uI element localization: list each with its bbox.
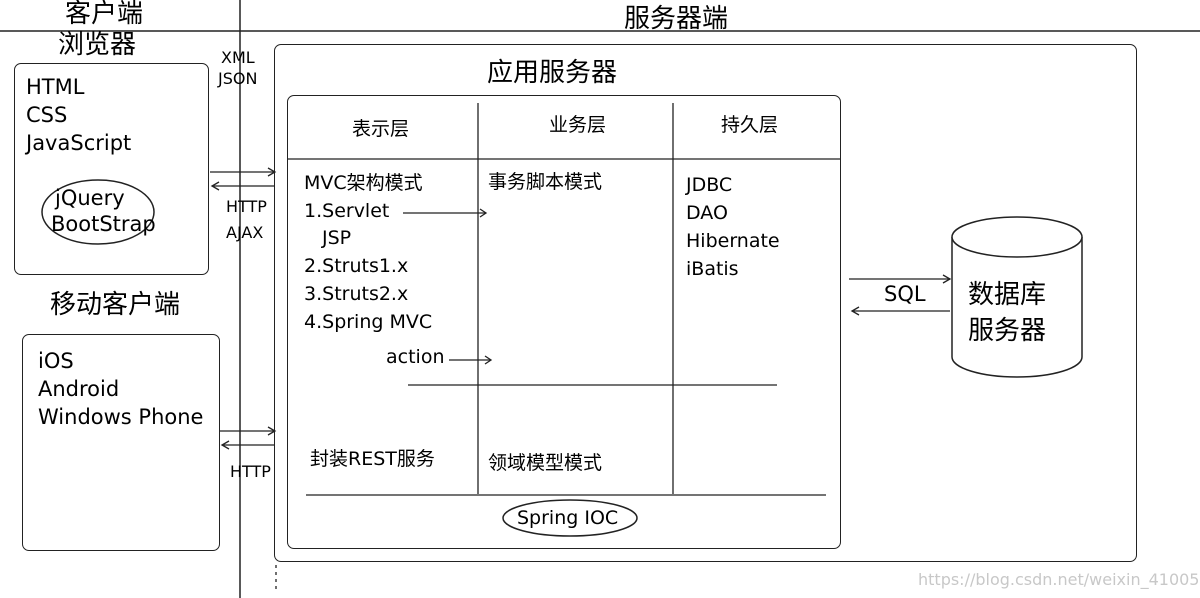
action-label: action <box>386 346 445 368</box>
spring-ioc: Spring IOC <box>517 507 619 529</box>
browser-title: 浏览器 <box>58 30 137 60</box>
mobile-item-ios: iOS <box>38 349 74 373</box>
mvc-item-springmvc: 4.Spring MVC <box>304 311 433 333</box>
server-title: 服务器端 <box>624 4 729 34</box>
mobile-box <box>22 334 220 551</box>
database-cylinder <box>951 216 1083 378</box>
browser-item-html: HTML <box>26 75 85 99</box>
mvc-item-servlet: 1.Servlet <box>304 200 390 222</box>
layer-business: 业务层 <box>549 114 607 136</box>
domain-model: 领域模型模式 <box>488 452 603 474</box>
transaction-script: 事务脚本模式 <box>488 171 603 193</box>
format-xml: XML <box>221 48 255 67</box>
persistence-hibernate: Hibernate <box>686 230 780 252</box>
layer-persistence: 持久层 <box>721 114 779 136</box>
watermark: https://blog.csdn.net/weixin_41005188 <box>918 570 1200 589</box>
app-server-title: 应用服务器 <box>487 58 618 88</box>
server-box <box>274 44 1137 562</box>
rest-service: 封装REST服务 <box>310 448 435 470</box>
client-title: 客户端 <box>65 0 144 29</box>
mvc-item-struts2: 3.Struts2.x <box>304 283 409 305</box>
app-server-box <box>287 95 841 549</box>
transport-http: HTTP <box>226 197 267 216</box>
mobile-title: 移动客户端 <box>50 290 181 320</box>
persistence-ibatis: iBatis <box>686 258 739 280</box>
sql-label: SQL <box>884 282 926 306</box>
database-title-1: 数据库 <box>968 280 1047 310</box>
library-ellipse <box>41 179 155 245</box>
browser-lib-bootstrap: BootStrap <box>51 212 156 236</box>
transport-ajax: AJAX <box>226 223 264 242</box>
spring-ioc-ellipse <box>502 499 638 537</box>
mvc-item-struts1: 2.Struts1.x <box>304 255 409 277</box>
browser-item-js: JavaScript <box>26 131 132 155</box>
browser-lib-jquery: jQuery <box>55 186 125 210</box>
mvc-heading: MVC架构模式 <box>304 172 423 194</box>
persistence-dao: DAO <box>686 202 728 224</box>
format-json: JSON <box>218 69 258 88</box>
mobile-protocol: HTTP <box>230 462 271 481</box>
layer-presentation: 表示层 <box>352 118 410 140</box>
persistence-jdbc: JDBC <box>686 174 733 196</box>
browser-box <box>14 63 209 275</box>
mobile-item-windows: Windows Phone <box>38 405 204 429</box>
mobile-item-android: Android <box>38 377 120 401</box>
database-title-2: 服务器 <box>968 316 1047 346</box>
browser-item-css: CSS <box>26 103 68 127</box>
mvc-item-jsp: JSP <box>322 227 352 249</box>
